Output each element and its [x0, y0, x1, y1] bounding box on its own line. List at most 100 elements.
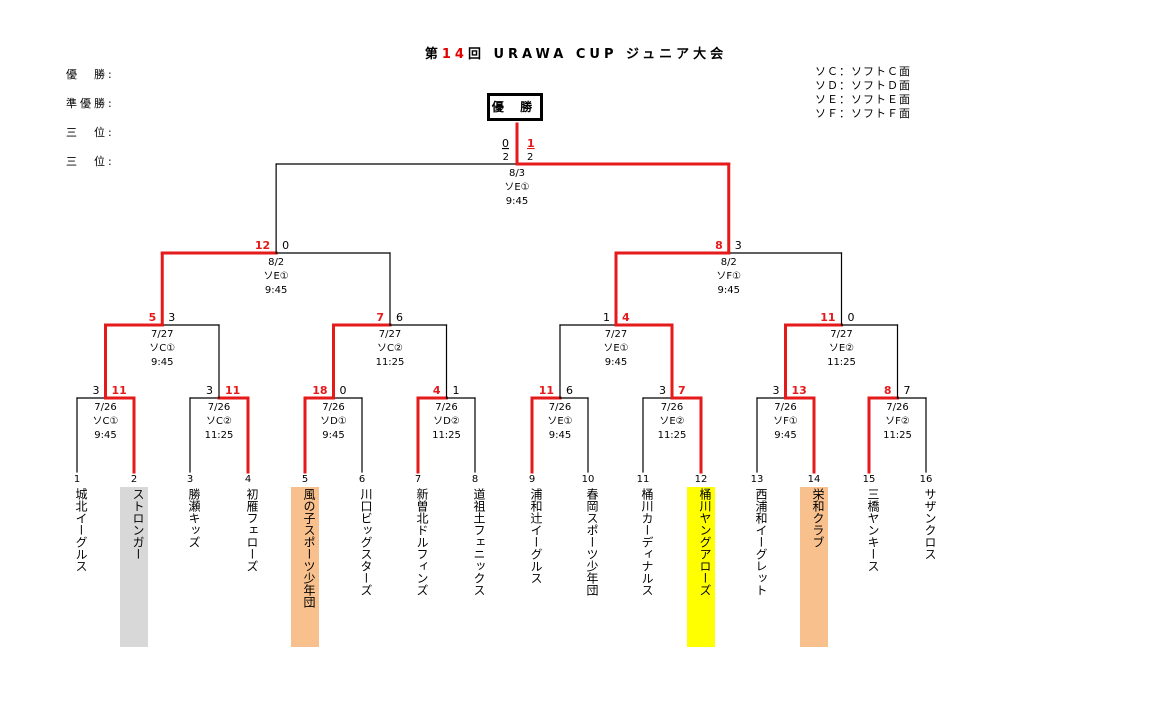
team-name: 桶川ヤングアローズ — [698, 488, 712, 596]
score-left: 5 — [149, 311, 157, 324]
match-time: 9:45 — [322, 430, 344, 441]
match-court: ソE① — [547, 416, 572, 427]
team-number: 16 — [919, 474, 933, 485]
team-number: 5 — [301, 474, 309, 485]
team-number: 15 — [862, 474, 876, 485]
score-left: 4 — [433, 384, 441, 397]
team-name: 桶川カーディナルス — [640, 488, 654, 596]
score-right: 3 — [168, 311, 175, 324]
team-name: 道祖土フェニックス — [472, 488, 486, 596]
team-number: 6 — [358, 474, 366, 485]
score-left: 7 — [376, 311, 384, 324]
score-left: 18 — [312, 384, 327, 397]
match-time: 9:45 — [774, 430, 796, 441]
match-time: 11:25 — [432, 430, 461, 441]
team-number: 14 — [807, 474, 821, 485]
team-name: 春岡スポーツ少年団 — [585, 488, 599, 596]
result-label-runner-up: 準優勝: — [66, 97, 115, 110]
team-number: 1 — [73, 474, 81, 485]
score-left: 11 — [820, 311, 835, 324]
match-court: ソE② — [659, 416, 684, 427]
team-highlight-5 — [291, 487, 319, 647]
score-right: 6 — [566, 384, 573, 397]
title-suffix: 回 URAWA CUP ジュニア大会 — [467, 47, 728, 62]
match-time: 11:25 — [658, 430, 687, 441]
match-court: ソE② — [829, 343, 854, 354]
match-date: 7/26 — [549, 402, 571, 413]
match-date: 7/27 — [830, 329, 852, 340]
team-number: 7 — [414, 474, 422, 485]
match-date: 7/26 — [322, 402, 344, 413]
match-date: 7/27 — [151, 329, 173, 340]
final-score-right: 1 — [527, 137, 535, 150]
match-date: 7/26 — [886, 402, 908, 413]
team-name: 川口ビッグスターズ — [359, 488, 373, 596]
score-left: 8 — [715, 239, 723, 252]
match-court: ソC① — [93, 416, 119, 427]
team-highlight-2 — [120, 487, 148, 647]
score-right: 4 — [622, 311, 630, 324]
match-date: 8/2 — [721, 257, 737, 268]
match-time: 9:45 — [549, 430, 571, 441]
team-name: 三橋ヤンキース — [866, 488, 880, 572]
team-number: 9 — [528, 474, 536, 485]
final-pk-right: 2 — [527, 152, 533, 163]
score-left: 3 — [93, 384, 100, 397]
score-right: 11 — [225, 384, 240, 397]
match-time: 11:25 — [376, 357, 405, 368]
match-time: 11:25 — [205, 430, 234, 441]
score-left: 1 — [603, 311, 610, 324]
legend-court-c: ソＣ：ソフトＣ面 — [815, 65, 911, 78]
score-left: 11 — [539, 384, 554, 397]
match-time: 11:25 — [883, 430, 912, 441]
match-time: 9:45 — [151, 357, 173, 368]
match-time: 9:45 — [94, 430, 116, 441]
final-date: 8/3 — [509, 168, 525, 179]
team-number: 11 — [636, 474, 650, 485]
legend-court-f: ソＦ：ソフトＦ面 — [815, 107, 911, 120]
match-date: 7/26 — [774, 402, 796, 413]
score-right: 3 — [735, 239, 742, 252]
match-date: 7/27 — [605, 329, 627, 340]
match-time: 9:45 — [265, 285, 287, 296]
page-title: 第14回 URAWA CUP ジュニア大会 — [0, 43, 1152, 62]
team-name: 浦和辻イーグルス — [529, 488, 543, 584]
match-court: ソF② — [885, 416, 910, 427]
score-left: 3 — [206, 384, 213, 397]
legend-court-d: ソＤ：ソフトＤ面 — [815, 79, 911, 92]
score-left: 3 — [659, 384, 666, 397]
title-prefix: 第 — [424, 47, 442, 62]
match-court: ソC② — [206, 416, 232, 427]
score-right: 11 — [112, 384, 127, 397]
match-court: ソE① — [603, 343, 628, 354]
match-time: 9:45 — [605, 357, 627, 368]
result-label-champion: 優 勝: — [66, 68, 115, 81]
match-date: 7/26 — [435, 402, 457, 413]
result-label-third-2: 三 位: — [66, 155, 115, 168]
match-court: ソD② — [433, 416, 460, 427]
team-number: 2 — [130, 474, 138, 485]
result-label-third-1: 三 位: — [66, 126, 115, 139]
final-court: ソE① — [504, 182, 529, 193]
score-left: 12 — [255, 239, 270, 252]
team-number: 4 — [244, 474, 252, 485]
match-date: 7/26 — [208, 402, 230, 413]
legend-court-e: ソＥ：ソフトＥ面 — [815, 93, 911, 106]
champion-box: 優 勝 — [487, 93, 543, 121]
title-number: 14 — [441, 47, 468, 62]
match-court: ソD① — [320, 416, 347, 427]
score-right: 0 — [282, 239, 289, 252]
match-date: 8/2 — [268, 257, 284, 268]
match-court: ソF① — [716, 271, 741, 282]
match-date: 7/26 — [94, 402, 116, 413]
team-number: 8 — [471, 474, 479, 485]
team-number: 13 — [750, 474, 764, 485]
match-court: ソF① — [773, 416, 798, 427]
score-left: 3 — [773, 384, 780, 397]
match-time: 11:25 — [827, 357, 856, 368]
team-number: 10 — [581, 474, 595, 485]
team-name: 新曽北ドルフィンズ — [415, 488, 429, 596]
team-name: ストロンガー — [131, 488, 145, 560]
